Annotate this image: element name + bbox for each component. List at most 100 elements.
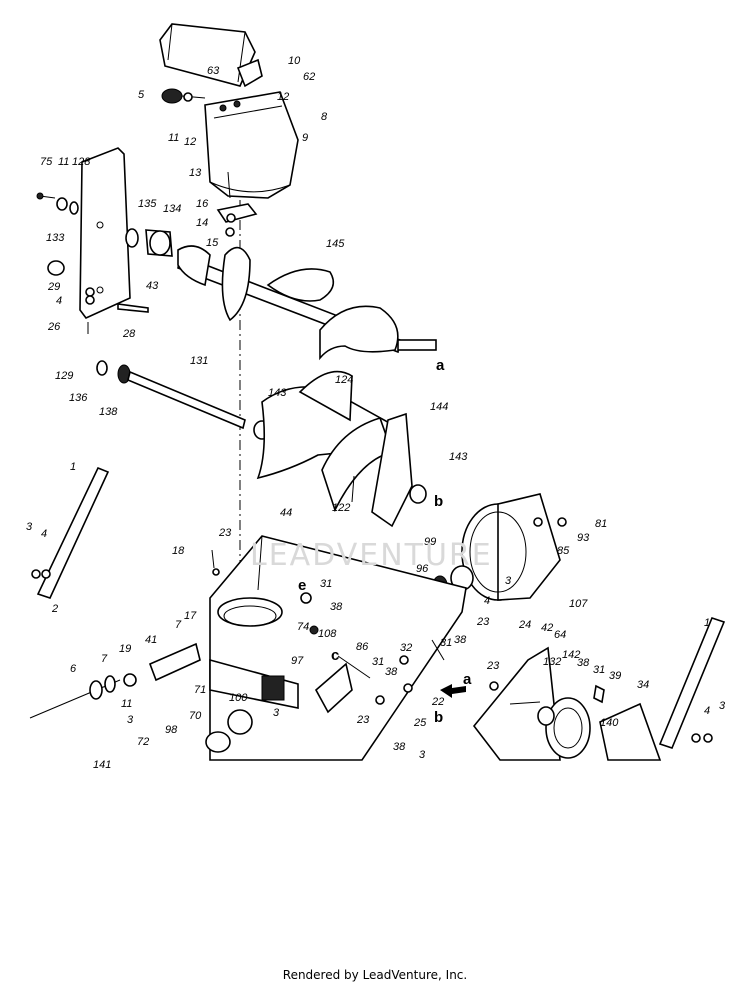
part-callout: 11 (121, 698, 132, 710)
part-callout: 34 (637, 679, 649, 691)
reference-letter: a (463, 671, 472, 688)
part-callout: 63 (207, 65, 220, 77)
part-callout: 31 (440, 637, 452, 649)
part-callout: 26 (47, 321, 61, 333)
part-callout: 3 (719, 700, 726, 712)
part-callout: 108 (318, 628, 337, 640)
part-callout: 96 (416, 563, 429, 575)
direction-arrow (440, 684, 466, 698)
part-callout: 39 (609, 670, 621, 682)
part-callout: 43 (146, 280, 159, 292)
part-callout: 12 (277, 91, 289, 103)
part-callout: 129 (55, 370, 73, 382)
impeller-shaft (96, 360, 271, 440)
part-callout: 138 (99, 406, 118, 418)
part-callout: 32 (400, 642, 412, 654)
handle-bracket-left (31, 466, 110, 599)
part-callout: 10 (288, 55, 301, 67)
part-callout: 24 (518, 619, 531, 631)
part-callout: 1 (704, 617, 710, 629)
part-callout: 38 (330, 601, 343, 613)
part-callout: 131 (190, 355, 208, 367)
bolt-hardware-left (36, 192, 149, 334)
part-callout: 133 (46, 232, 65, 244)
part-callout: 38 (454, 634, 467, 646)
part-callout: 22 (431, 696, 444, 708)
reference-letter: c (331, 647, 339, 664)
part-callout: 31 (372, 656, 384, 668)
part-callout: 11 (168, 132, 179, 144)
crank-knob (161, 88, 206, 104)
part-callout: 38 (393, 741, 406, 753)
part-callout: 145 (326, 238, 345, 250)
part-callout: 135 (138, 198, 157, 210)
watermark-text: LEADVENTURE (250, 538, 493, 573)
part-callout: 81 (595, 518, 607, 530)
part-callout: 62 (303, 71, 315, 83)
part-callout: 23 (356, 714, 370, 726)
part-callout: 25 (413, 717, 427, 729)
part-callout: 107 (569, 598, 588, 610)
part-callout: 17 (184, 610, 197, 622)
reference-letter: a (436, 357, 445, 374)
chute-base-plate (216, 171, 258, 237)
part-callout: 16 (196, 198, 209, 210)
part-callout: 4 (56, 295, 62, 307)
part-callout: 85 (557, 545, 570, 557)
part-callout: 4 (41, 528, 47, 540)
part-callout: 3 (26, 521, 33, 533)
part-callout: 3 (419, 749, 426, 761)
bearing-housing (125, 228, 173, 257)
part-callout: 99 (424, 536, 436, 548)
part-callout: 141 (93, 759, 111, 770)
part-callout: 23 (476, 616, 490, 628)
part-callout: 42 (541, 622, 553, 634)
part-callout: 14 (196, 217, 208, 229)
part-callout: 3 (273, 707, 280, 719)
reference-letter: b (434, 493, 443, 510)
part-callout: 15 (206, 237, 219, 249)
part-callout: 9 (302, 132, 308, 144)
part-callout: 5 (138, 89, 145, 101)
auger-assembly (177, 245, 437, 361)
auger-housing (205, 535, 467, 761)
part-callout: 132 (543, 656, 561, 668)
part-callout: 19 (119, 643, 131, 655)
part-callout: 8 (321, 111, 328, 123)
part-callout: 3 (505, 575, 512, 587)
part-callout: 23 (218, 527, 232, 539)
part-callout: 86 (356, 641, 369, 653)
part-callout: 11 (58, 156, 69, 168)
part-callout: 4 (484, 595, 490, 607)
exploded-view-drawing: 1062635128111297511128131613513414151451… (26, 23, 726, 771)
part-callout: 98 (165, 724, 178, 736)
part-callout: 140 (600, 717, 619, 729)
part-callout: 4 (704, 705, 710, 717)
chute-deflector (159, 23, 263, 88)
part-callout: 134 (163, 203, 181, 215)
part-callout: 144 (430, 401, 448, 413)
part-callout: 6 (70, 663, 77, 675)
part-callout: 7 (101, 653, 108, 665)
part-callout: 18 (172, 545, 185, 557)
part-callout: 28 (122, 328, 136, 340)
drive-pulley (537, 684, 662, 761)
part-callout: 41 (145, 634, 157, 646)
part-callout: 12 (184, 136, 196, 148)
part-callout: 44 (280, 507, 292, 519)
part-callout: 31 (320, 578, 332, 590)
part-callout: 143 (449, 451, 468, 463)
part-callout: 100 (229, 692, 248, 704)
part-callout: 23 (486, 660, 500, 672)
part-callout: 70 (189, 710, 202, 722)
part-callout: 38 (385, 666, 398, 678)
part-callout: 124 (335, 374, 353, 386)
part-callout: 122 (332, 502, 350, 514)
discharge-chute (204, 91, 299, 199)
part-callout: 64 (554, 629, 566, 641)
part-callout: 2 (51, 603, 58, 615)
impeller (256, 370, 427, 528)
part-callout: 72 (137, 736, 149, 748)
part-callout: 97 (291, 655, 304, 667)
